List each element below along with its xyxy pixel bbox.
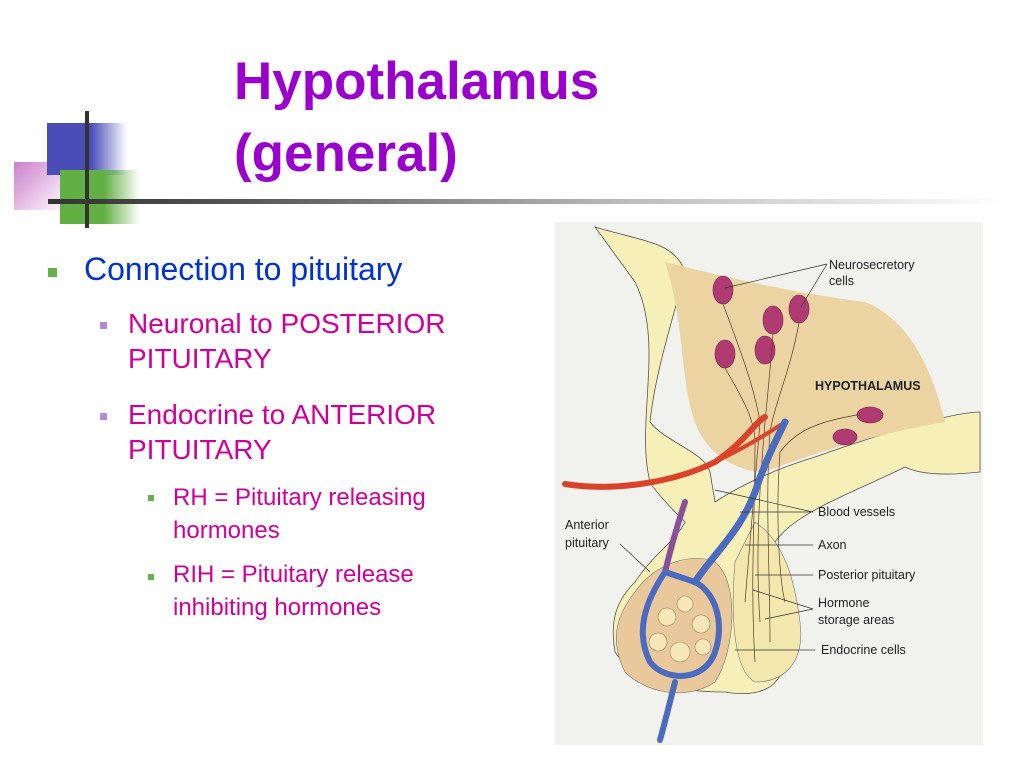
bullet-text-line: RH = Pituitary releasing (173, 484, 426, 511)
decoration-vertical-line (85, 111, 89, 228)
label-axon: Axon (818, 538, 847, 552)
bullet-square-icon (48, 268, 57, 277)
label-posterior-pituitary: Posterior pituitary (818, 568, 916, 582)
bullet-text-line: hormones (173, 517, 280, 544)
bullet-endocrine: Endocrine to ANTERIOR PITUITARY (128, 397, 436, 467)
title-line-1: Hypothalamus (234, 52, 600, 111)
bullet-rh: RH = Pituitary releasing hormones (173, 481, 426, 547)
label-blood-vessels: Blood vessels (818, 505, 895, 519)
bullet-rih: RIH = Pituitary release inhibiting hormo… (173, 558, 414, 624)
blood-vessels (562, 414, 789, 743)
bullet-text-line: RIH = Pituitary release (173, 561, 414, 588)
bullet-square-icon (148, 495, 154, 501)
label-cells: cells (829, 274, 854, 288)
label-storage-areas: storage areas (818, 613, 894, 627)
bullet-text-line: Neuronal to POSTERIOR (128, 308, 446, 339)
bullet-square-icon (148, 574, 154, 580)
bullet-text-line: PITUITARY (128, 343, 272, 374)
diagram-illustration: Neurosecretory cells HYPOTHALAMUS Blood … (562, 226, 981, 743)
axons (722, 303, 858, 663)
label-neurosecretory: Neurosecretory (829, 258, 915, 272)
diagram-labels: Neurosecretory cells HYPOTHALAMUS Blood … (565, 258, 921, 657)
title-divider-line (48, 199, 1008, 204)
leader-lines (619, 263, 828, 651)
slide-title: Hypothalamus (general) (234, 46, 599, 190)
bullet-text-line: PITUITARY (128, 434, 272, 465)
label-anterior: Anterior (565, 518, 609, 532)
bullet-neuronal: Neuronal to POSTERIOR PITUITARY (128, 306, 445, 376)
title-line-2: (general) (234, 124, 458, 183)
bullet-square-icon (100, 413, 107, 420)
neurosecretory-cells (712, 275, 884, 446)
bullet-text-line: Endocrine to ANTERIOR (128, 399, 437, 430)
anterior-pituitary-shape (615, 558, 733, 694)
bullet-text-line: inhibiting hormones (173, 594, 382, 621)
bullet-connection: Connection to pituitary (84, 251, 403, 287)
endocrine-cells (648, 595, 712, 663)
label-endocrine-cells: Endocrine cells (821, 643, 906, 657)
label-hypothalamus: HYPOTHALAMUS (815, 379, 921, 393)
label-hormone: Hormone (818, 596, 869, 610)
decoration-green-square (60, 170, 140, 224)
posterior-pituitary-shape (732, 521, 802, 683)
bullet-square-icon (100, 322, 107, 329)
hypothalamus-pituitary-diagram: Neurosecretory cells HYPOTHALAMUS Blood … (555, 222, 983, 745)
label-pituitary: pituitary (565, 536, 610, 550)
